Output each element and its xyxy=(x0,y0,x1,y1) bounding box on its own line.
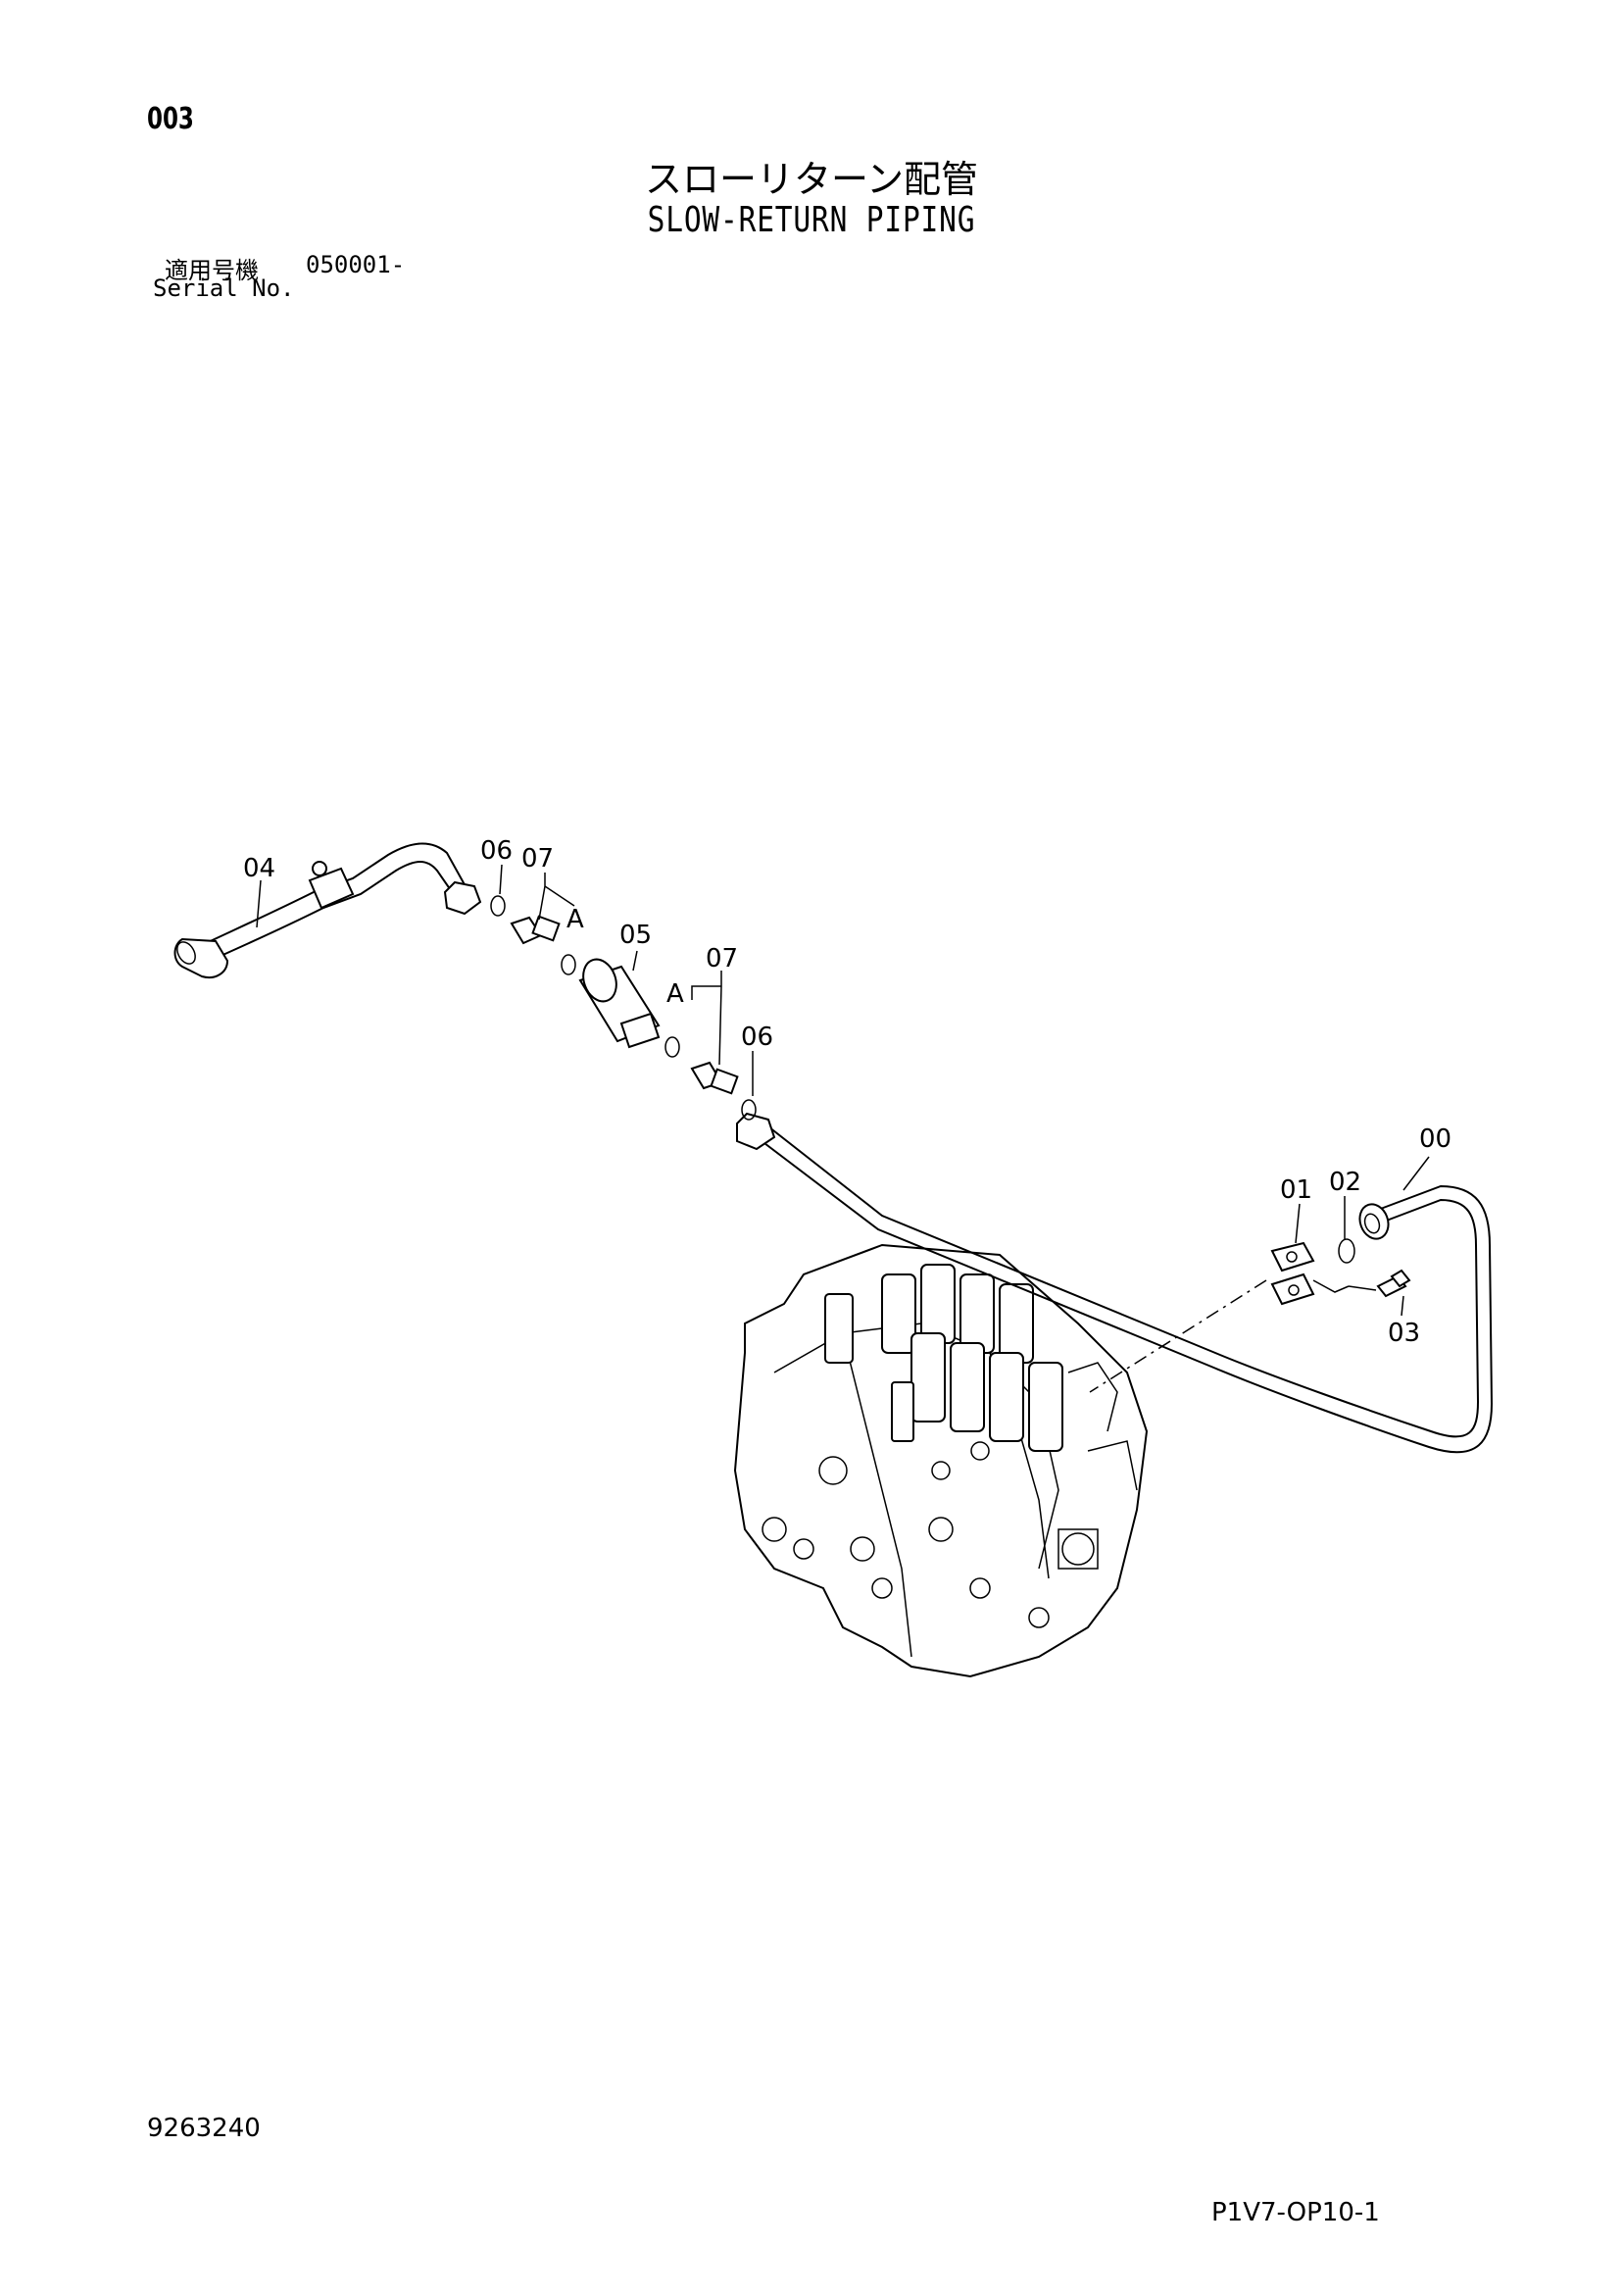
callout-04: 04 xyxy=(243,854,275,883)
adapter-07-upper xyxy=(510,915,561,945)
bolt-03 xyxy=(1376,1269,1411,1298)
pipe-04 xyxy=(173,842,482,978)
title-english: SLOW-RETURN PIPING xyxy=(647,200,976,240)
title-japanese: スローリターン配管 xyxy=(644,158,979,201)
fittings xyxy=(490,895,757,1121)
callout-labels: 04 06 07 A 05 07 A 06 00 01 02 03 xyxy=(243,836,1451,1348)
o-ring-02 xyxy=(1338,1238,1355,1264)
callout-a-upper: A xyxy=(566,905,584,934)
sheet-id: P1V7-OP10-1 xyxy=(1211,2198,1380,2227)
spool-caps xyxy=(824,1264,1063,1452)
valve-ports xyxy=(762,1362,1138,1628)
serial-value: 050001- xyxy=(306,251,406,278)
callout-06-upper: 06 xyxy=(480,836,513,866)
callout-07-upper: 07 xyxy=(521,844,554,873)
callout-07-lower: 07 xyxy=(706,944,738,973)
split-flange-01 xyxy=(1270,1241,1315,1306)
serial-label-japanese: 適用号機 xyxy=(165,257,259,284)
flange-assembly xyxy=(1270,1238,1411,1306)
o-ring-a-lower xyxy=(664,1036,680,1058)
callout-01: 01 xyxy=(1280,1175,1312,1205)
callout-02: 02 xyxy=(1329,1168,1361,1197)
o-ring-06-upper xyxy=(490,895,506,917)
adapter-07-lower xyxy=(690,1061,739,1095)
document-number: 9263240 xyxy=(147,2114,261,2143)
callout-05: 05 xyxy=(619,921,652,950)
callout-03: 03 xyxy=(1388,1319,1420,1348)
callout-00: 00 xyxy=(1419,1124,1451,1154)
leader-lines xyxy=(256,864,1430,1317)
callout-a-lower: A xyxy=(666,979,684,1009)
pipe-00 xyxy=(736,1112,1494,1454)
page-number: 003 xyxy=(147,102,194,136)
serial-label-english: Serial No. xyxy=(153,275,295,302)
center-line xyxy=(1089,1279,1267,1393)
control-valve-assembly xyxy=(733,1243,1149,1678)
check-valve-05 xyxy=(578,958,661,1049)
o-ring-06-lower xyxy=(741,1099,757,1121)
o-ring-a-upper xyxy=(561,954,576,975)
callout-06-lower: 06 xyxy=(741,1023,773,1052)
